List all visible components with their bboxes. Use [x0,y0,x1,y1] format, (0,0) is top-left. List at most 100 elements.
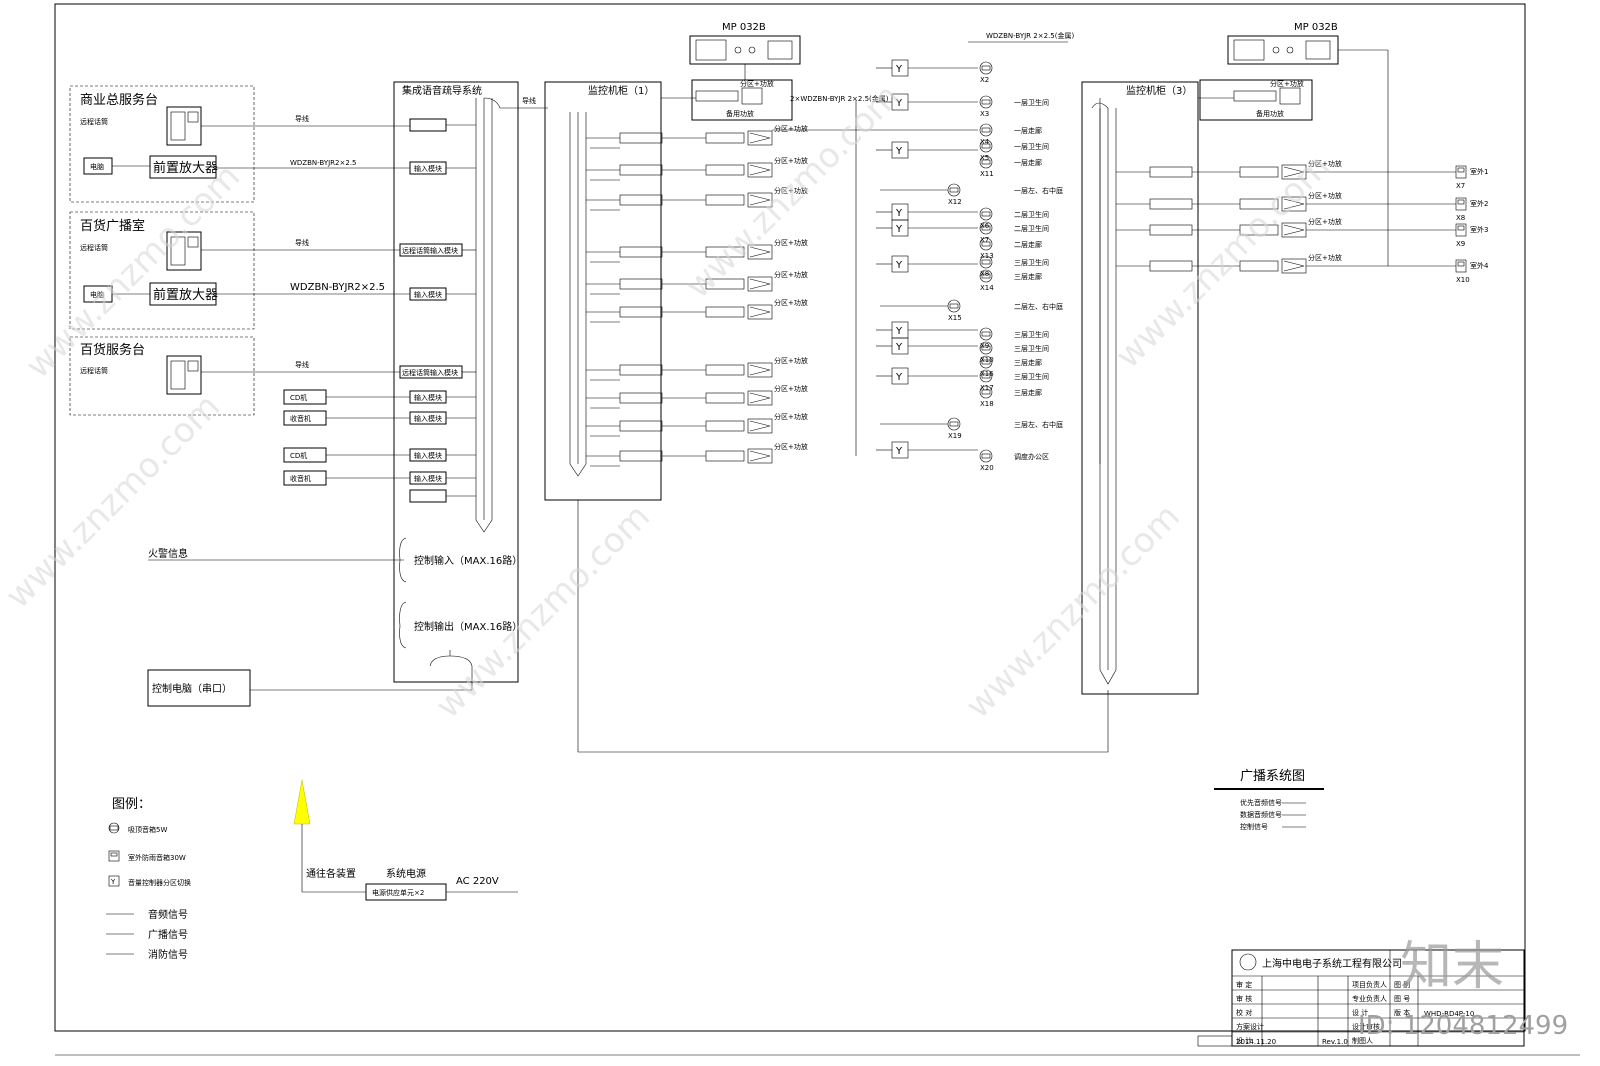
control-pc-box [147,669,251,707]
ceiling-speaker-icon [979,269,993,283]
source-label: CD机 [290,393,307,402]
ceiling-speaker-icon [979,123,993,137]
zone-tag: X5 [980,154,989,162]
ceiling-speaker-icon [947,183,961,197]
control-pc-label: 控制电脑（串口） [152,682,232,695]
mic-console-icon [166,106,202,146]
zone-tag: X2 [980,76,989,84]
outdoor-tag: X7 [1456,182,1465,190]
svg-text:www.znzmo.com: www.znzmo.com [958,496,1188,726]
cable-label: 导线 [295,114,309,123]
zone-tag: X14 [980,284,994,292]
mic-label-1: 远程话筒 [80,117,108,126]
input-module-label: 远程话筒输入模块 [402,246,458,255]
control-output-label: 控制输出（MAX.16路） [414,620,522,633]
spare-amp-label: 备用功放 [1256,109,1284,118]
outdoor-channel: 分区+功放 [1116,159,1456,180]
mic-console-icon [166,355,202,395]
volume-controller-icon: Y [891,255,909,273]
company-name: 上海中电电子系统工程有限公司 [1262,957,1402,970]
amp-label: 分区+功放 [774,384,808,393]
input-module-label: 输入模块 [414,451,442,460]
zone-tag: X15 [948,314,962,322]
zone-name: 二层卫生间 [1014,224,1049,233]
amp-label: 分区+功放 [774,298,808,307]
integrated-system-frame [393,81,519,683]
amp-label: 分区+功放 [774,442,808,451]
zone-tag: X3 [980,110,989,118]
cable-label: 导线 [295,238,309,247]
cable-label: WDZBN-BYJR2×2.5 [290,159,357,167]
amp-label: 分区+功放 [740,79,774,88]
sheet-border [54,3,1526,1032]
amp-model-1: MP 032B [722,22,766,33]
zone-channel: 分区+功放 [586,270,808,295]
room-group-2 [69,211,255,330]
svg-text:Y: Y [110,878,116,886]
amp-label: 分区+功放 [774,270,808,279]
zone-name: 一层左、右中庭 [1014,186,1063,195]
legend-line-label: 广播信号 [148,928,188,941]
amp-model-3: MP 032B [1294,22,1338,33]
volume-controller-icon: Y [891,219,909,237]
outdoor-tag: X10 [1456,276,1470,284]
title-rev: Rev.1.0 [1322,1038,1348,1046]
tb-cell: 版 本 [1394,1008,1410,1017]
tb-cell: 校 对 [1236,1008,1252,1017]
outdoor-speaker-icon [1455,197,1467,211]
zone-name: 调度办公区 [1014,452,1049,461]
outdoor-channel: 分区+功放 [1116,217,1456,238]
fire-alarm-label: 火警信息 [148,547,188,560]
power-up-label: 通往各装置 [306,867,356,880]
tb-cell: 专业负责人 [1352,994,1387,1003]
volume-controller-icon: Y [891,441,909,459]
input-module [409,489,447,503]
mini-legend-item: 优先音频信号 [1240,798,1282,807]
id-watermark: ID: 1204812499 [1358,1011,1568,1041]
tb-cell: 设 计 [1236,1036,1252,1045]
tb-cell: 图 号 [1394,995,1410,1003]
amp-label: 分区+功放 [1308,217,1342,226]
spare-amp-box-3 [1199,79,1313,121]
ceiling-speaker-icon [979,385,993,399]
svg-text:Y: Y [895,326,903,337]
pc-label-1: 电脑 [90,162,104,171]
company-logo-icon [1239,953,1257,971]
tb-cell: 图 别 [1394,980,1410,989]
zone-channel: 分区+功放 [586,186,808,211]
ceiling-speaker-icon [979,369,993,383]
svg-text:Y: Y [895,446,903,457]
ceiling-speaker-icon [979,139,993,153]
zone-channel: 分区+功放 [586,156,808,181]
legend-title: 图例： [112,797,151,812]
zone-name: 一层卫生间 [1014,98,1049,107]
yellow-up-arrow-icon [293,779,311,825]
svg-text:Y: Y [895,342,903,353]
svg-text:Y: Y [895,372,903,383]
zone-tag: X20 [980,464,994,472]
outdoor-channel: 分区+功放 [1116,253,1456,274]
outdoor-channels-cabinet-3: 分区+功放室外1X7分区+功放室外2X8分区+功放室外3X9分区+功放室外4X1… [1116,159,1489,284]
mic-label-3: 远程话筒 [80,366,108,375]
volume-controller-icon: Y [108,875,120,887]
room-title-2: 百货广播室 [80,218,145,234]
input-module-label: 输入模块 [414,414,442,423]
ceiling-speaker-icon [979,449,993,463]
outdoor-speaker-icon [1455,223,1467,237]
zone-tag: X19 [948,432,962,440]
zone-channel: 分区+功放 [586,238,808,263]
zone-name: 三层左、右中庭 [1014,420,1063,429]
preamp-label-1: 前置放大器 [153,160,218,176]
legend-line-label: 消防信号 [148,948,188,961]
zone-name: 二层走廊 [1014,240,1042,249]
outdoor-name: 室外3 [1470,225,1488,234]
mini-legend-item: 控制信号 [1240,822,1268,831]
tb-cell: 项目负责人 [1352,980,1387,989]
zone-tag: X12 [948,198,962,206]
zone-channel: 分区+功放 [586,412,808,437]
zone-tag: X18 [980,400,994,408]
input-module [409,118,447,132]
title-block: 上海中电电子系统工程有限公司 [1197,949,1525,1047]
cable-label: WDZBN-BYJR2×2.5 [290,282,385,293]
preamp-label-2: 前置放大器 [153,287,218,303]
